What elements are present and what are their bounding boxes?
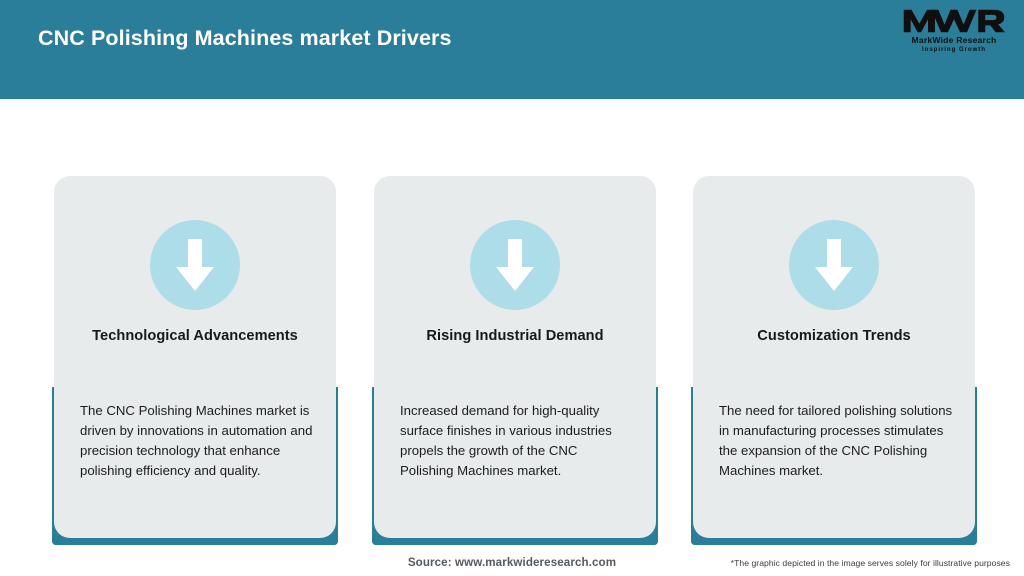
company-logo: MarkWide Research Inspiring Growth [898, 8, 1010, 58]
drivers-card-row: Technological Advancements The CNC Polis… [0, 99, 1024, 576]
mwr-logo-icon [903, 9, 1006, 33]
disclaimer-label: *The graphic depicted in the image serve… [730, 558, 1010, 568]
driver-card-3[interactable]: Customization Trends The need for tailor… [691, 99, 977, 576]
logo-tagline: Inspiring Growth [922, 46, 986, 53]
arrow-down-icon [150, 220, 240, 310]
logo-company-name: MarkWide Research [911, 35, 997, 45]
card-surface: Rising Industrial Demand Increased deman… [374, 176, 656, 538]
driver-card-2[interactable]: Rising Industrial Demand Increased deman… [372, 99, 658, 576]
arrow-down-icon [789, 220, 879, 310]
driver-card-1[interactable]: Technological Advancements The CNC Polis… [52, 99, 338, 576]
source-label: Source: www.markwideresearch.com [407, 556, 617, 569]
page-header: CNC Polishing Machines market Drivers Ma… [0, 0, 1024, 99]
card-description: The need for tailored polishing solution… [719, 403, 953, 478]
card-surface: Technological Advancements The CNC Polis… [54, 176, 336, 538]
arrow-down-icon [470, 220, 560, 310]
page-title: CNC Polishing Machines market Drivers [38, 26, 452, 50]
card-description: The CNC Polishing Machines market is dri… [80, 403, 313, 478]
card-title: Customization Trends [757, 328, 911, 344]
card-title: Rising Industrial Demand [426, 328, 604, 344]
card-surface: Customization Trends The need for tailor… [693, 176, 975, 538]
card-title: Technological Advancements [92, 328, 298, 344]
card-description: Increased demand for high-quality surfac… [400, 403, 612, 478]
